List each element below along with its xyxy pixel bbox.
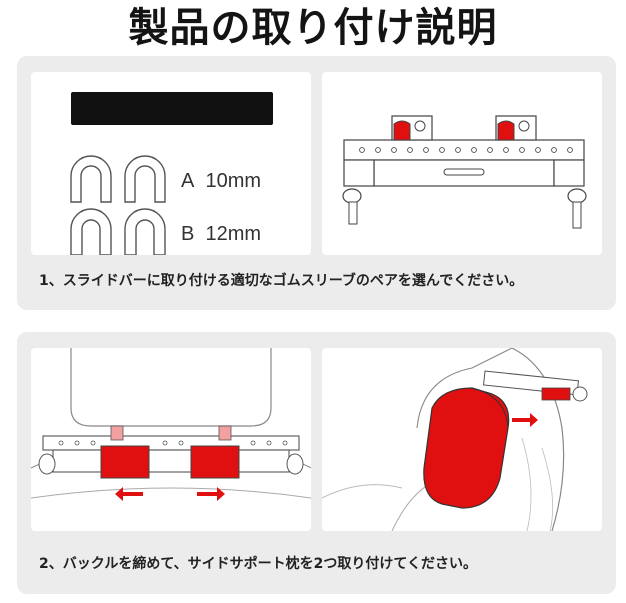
option-b-label: B 12mm xyxy=(181,223,261,246)
option-a-label: A 10mm xyxy=(181,170,261,193)
side-pillow-diagram xyxy=(322,348,588,531)
page-title: 製品の取り付け説明 xyxy=(128,5,498,51)
sleeve-a-right-icon xyxy=(124,155,166,203)
sleeve-options-card: A 10mm B 12mm xyxy=(31,72,311,255)
side-pillow-card xyxy=(322,348,602,531)
step1-panel: A 10mm B 12mm xyxy=(17,56,616,310)
step2-caption: 2、バックルを締めて、サイドサポート枕を2つ取り付けてください。 xyxy=(39,556,477,572)
option-b-size: 12mm xyxy=(205,223,262,245)
option-a-letter: A xyxy=(181,170,195,192)
option-b-letter: B xyxy=(181,223,195,245)
step2-panel: 2、バックルを締めて、サイドサポート枕を2つ取り付けてください。 xyxy=(17,332,616,594)
sleeve-b-left-icon xyxy=(70,208,112,255)
buckle-front-diagram xyxy=(31,348,311,501)
slide-bar-diagram-card xyxy=(322,72,602,255)
rubber-strip xyxy=(71,92,273,125)
sleeve-a-left-icon xyxy=(70,155,112,203)
buckle-front-card xyxy=(31,348,311,531)
step1-caption: 1、スライドバーに取り付ける適切なゴムスリーブのペアを選んでください。 xyxy=(39,273,524,289)
sleeve-b-right-icon xyxy=(124,208,166,255)
slide-bar-diagram xyxy=(342,115,587,229)
option-a-size: 10mm xyxy=(205,170,262,192)
